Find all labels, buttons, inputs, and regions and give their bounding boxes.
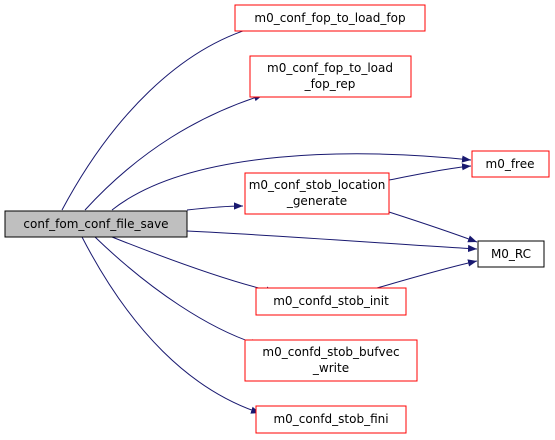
node-stob-location-generate[interactable]: m0_conf_stob_location _generate xyxy=(244,172,390,215)
node-load-fop-rep[interactable]: m0_conf_fop_to_load _fop_rep xyxy=(249,55,412,98)
node-label: m0_conf_stob_location xyxy=(249,178,386,192)
edge-root-to-stob-init xyxy=(111,236,276,294)
node-confd-stob-fini[interactable]: m0_confd_stob_fini xyxy=(255,405,407,434)
node-label: _fop_rep xyxy=(304,77,356,91)
edge-stob-loc-gen-to-free xyxy=(388,163,472,181)
edge-stob-init-to-m0-rc xyxy=(369,259,478,291)
node-load-fop[interactable]: m0_conf_fop_to_load_fop xyxy=(234,4,426,32)
edge-root-to-free xyxy=(111,153,472,211)
node-label: _generate xyxy=(286,194,347,208)
node-label: M0_RC xyxy=(491,247,531,261)
edge-root-to-stob-bufvec xyxy=(94,236,261,346)
edge-root-to-load-fop xyxy=(61,23,264,211)
edge-root-to-m0-rc xyxy=(186,230,478,253)
node-label: _write xyxy=(312,361,349,375)
node-label: m0_conf_fop_to_load_fop xyxy=(254,11,405,25)
edges xyxy=(61,23,478,414)
root-label: conf_fom_conf_file_save xyxy=(23,217,168,231)
node-confd-stob-bufvec-write[interactable]: m0_confd_stob_bufvec _write xyxy=(244,339,418,382)
node-label: m0_conf_fop_to_load xyxy=(267,61,393,75)
node-confd-stob-init[interactable]: m0_confd_stob_init xyxy=(255,287,407,316)
node-label: m0_confd_stob_init xyxy=(273,294,389,308)
edge-root-to-stob-loc-gen xyxy=(186,202,244,211)
root-node[interactable]: conf_fom_conf_file_save xyxy=(4,210,188,238)
edge-root-to-stob-fini xyxy=(81,236,261,414)
node-m0-rc[interactable]: M0_RC xyxy=(477,240,545,268)
node-free[interactable]: m0_free xyxy=(471,150,550,178)
edge-root-to-load-fop-rep xyxy=(84,94,264,211)
node-label: m0_free xyxy=(486,157,535,171)
edge-stob-loc-gen-to-m0-rc xyxy=(388,211,478,243)
node-label: m0_confd_stob_fini xyxy=(273,412,388,426)
node-label: m0_confd_stob_bufvec xyxy=(262,345,399,359)
